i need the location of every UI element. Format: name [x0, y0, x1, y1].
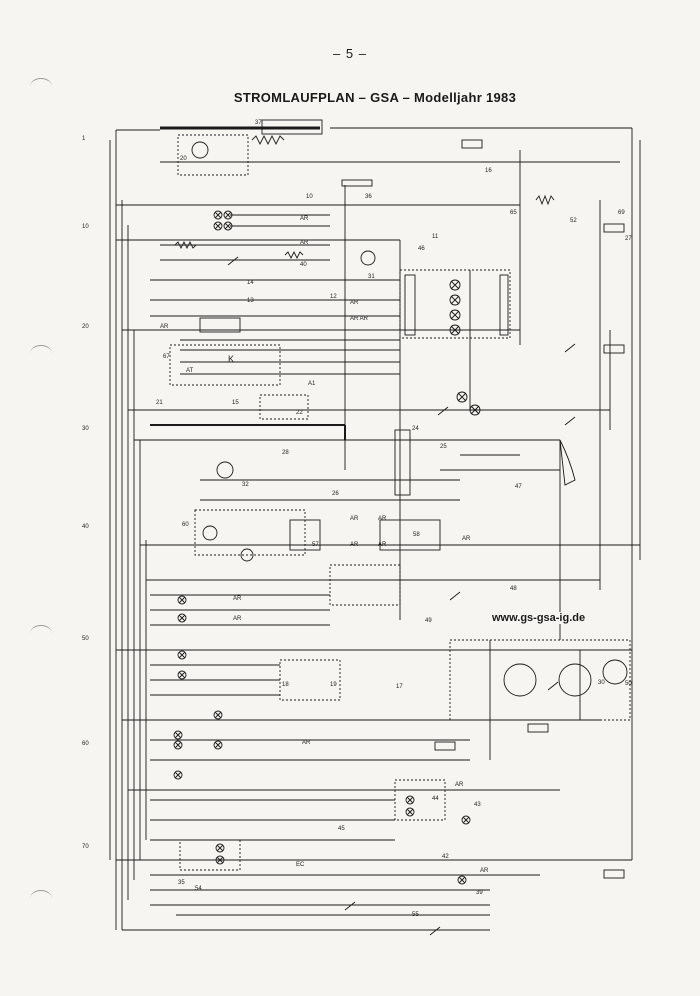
- component-number: 44: [432, 796, 439, 802]
- component-number: 22: [296, 410, 303, 416]
- component-number: 37: [255, 120, 262, 126]
- component-number: 10: [306, 194, 313, 200]
- component-number: 58: [413, 532, 420, 538]
- punch-hole-mark: [30, 345, 52, 362]
- component-number: 13: [247, 298, 254, 304]
- component-number: 11: [432, 234, 439, 240]
- wire-label: AR: [350, 516, 359, 522]
- component-number: 65: [510, 210, 517, 216]
- row-number: 10: [82, 224, 89, 230]
- wire-label: AR: [350, 300, 359, 306]
- component-number: 31: [368, 274, 375, 280]
- component-number: 15: [232, 400, 239, 406]
- component-number: 21: [156, 400, 163, 406]
- wire-label: AR AR: [350, 316, 369, 322]
- wire-label: AR: [378, 516, 387, 522]
- wire-label: AR: [233, 596, 242, 602]
- wire-label: AR: [233, 616, 242, 622]
- component-number: 40: [300, 262, 307, 268]
- row-number: 30: [82, 426, 89, 432]
- component-number: 42: [442, 854, 449, 860]
- wire-label: AR: [462, 536, 471, 542]
- punch-hole-mark: [30, 78, 52, 95]
- row-number: 1: [82, 136, 86, 142]
- component-number: 49: [425, 618, 432, 624]
- website-url: www.gs-gsa-ig.de: [490, 612, 588, 624]
- component-number: 17: [396, 684, 403, 690]
- component-number: 18: [282, 682, 289, 688]
- page-title: STROMLAUFPLAN – GSA – Modelljahr 1983: [233, 90, 517, 105]
- component-number: 43: [474, 802, 481, 808]
- diagram-frame-lines: [109, 126, 641, 931]
- wire-label: AR: [300, 216, 309, 222]
- component-number: 69: [618, 210, 625, 216]
- component-number: 12: [330, 294, 337, 300]
- wire-label: AR: [302, 740, 311, 746]
- wire-label: AR: [480, 868, 489, 874]
- component-number: 19: [330, 682, 337, 688]
- component-number: 47: [515, 484, 522, 490]
- component-number: 26: [332, 491, 339, 497]
- component-number: 52: [570, 218, 577, 224]
- row-number: 40: [82, 524, 89, 530]
- wire-label: A1: [308, 381, 316, 387]
- punch-hole-mark: [30, 890, 52, 907]
- component-number: 35: [178, 880, 185, 886]
- wire-label: AR: [300, 240, 309, 246]
- component-number: 60: [182, 522, 189, 528]
- component-symbols: [150, 119, 631, 936]
- component-number: 54: [195, 886, 202, 892]
- component-number: 45: [338, 826, 345, 832]
- page-number: – 5 –: [333, 46, 367, 61]
- wire-label: AR: [350, 542, 359, 548]
- component-number: 48: [510, 586, 517, 592]
- wire-label: AR: [455, 782, 464, 788]
- component-number: 28: [282, 450, 289, 456]
- wire-label: K: [228, 354, 234, 364]
- component-number: 67: [163, 354, 170, 360]
- component-number: 24: [412, 426, 419, 432]
- component-number: 16: [485, 168, 492, 174]
- wire-label: AR: [378, 542, 387, 548]
- wire-label: EC: [296, 862, 305, 868]
- diagram-label-layer: 1 10 20 30 40 50 60 70 20 37 16 36 65 52…: [82, 120, 632, 918]
- component-number: 32: [242, 482, 249, 488]
- wire-label: AR: [160, 324, 169, 330]
- component-number: 36: [365, 194, 372, 200]
- component-number: 30: [598, 680, 605, 686]
- component-number: 25: [440, 444, 447, 450]
- punch-hole-mark: [30, 625, 52, 642]
- row-number: 60: [82, 741, 89, 747]
- component-number: 50: [625, 681, 632, 687]
- component-number: 27: [625, 236, 632, 242]
- component-number: 20: [180, 156, 187, 162]
- component-number: 55: [412, 912, 419, 918]
- row-number: 20: [82, 324, 89, 330]
- component-number: 14: [247, 280, 254, 286]
- component-number: 57: [312, 542, 319, 548]
- component-number: 39: [476, 890, 483, 896]
- wire-label: AT: [186, 368, 194, 374]
- component-number: 46: [418, 246, 425, 252]
- row-number: 50: [82, 636, 89, 642]
- row-number: 70: [82, 844, 89, 850]
